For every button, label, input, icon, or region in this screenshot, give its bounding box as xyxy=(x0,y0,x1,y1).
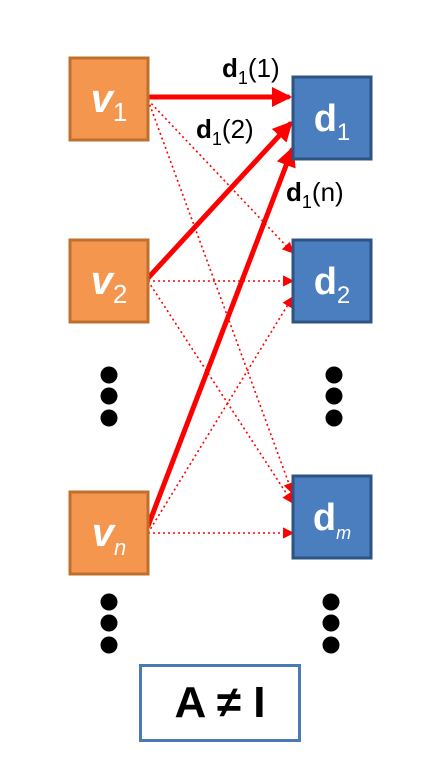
source-node-v1-letter: v xyxy=(91,77,116,121)
target-node-d2-sub: 2 xyxy=(337,282,350,309)
ellipsis-targets-middle xyxy=(325,366,343,427)
edge-label-d1-n-sub: 1 xyxy=(302,192,312,212)
target-node-d1-letter: d xyxy=(314,98,337,140)
edge-v1-dm xyxy=(147,99,295,495)
bold-edges xyxy=(145,87,296,529)
source-node-v2: v2 xyxy=(68,238,150,324)
formula-text: A ≠ I xyxy=(174,678,266,727)
source-node-v1-sub: 1 xyxy=(113,97,127,127)
target-node-d1-sub: 1 xyxy=(337,119,350,146)
svg-text:dm: dm xyxy=(313,497,351,543)
target-node-dm-sub: m xyxy=(336,523,351,543)
source-node-v1: v1 xyxy=(68,56,150,142)
source-node-v2-sub: 2 xyxy=(113,279,127,309)
edge-v2-d1 xyxy=(145,121,293,281)
source-node-vn: vn xyxy=(68,490,150,576)
target-node-d2-letter: d xyxy=(314,261,337,303)
svg-text:d2: d2 xyxy=(314,261,351,309)
source-node-vn-letter: v xyxy=(92,511,117,555)
edge-label-d1-2-letter: d xyxy=(196,114,212,144)
edge-label-d1-n-arg: (n) xyxy=(312,177,344,207)
edge-v1-d2 xyxy=(147,99,294,254)
target-node-d1: d1 xyxy=(291,75,373,161)
svg-text:d1: d1 xyxy=(314,98,351,146)
ellipsis-sources-middle xyxy=(100,366,118,427)
edge-label-d1-1-sub: 1 xyxy=(238,68,248,88)
edge-label-d1-2-arg: (2) xyxy=(222,114,254,144)
edge-label-d1-1: d1(1) xyxy=(222,53,280,88)
svg-text:v1: v1 xyxy=(91,77,128,127)
target-node-dm-letter: d xyxy=(313,497,336,539)
edge-vn-d2 xyxy=(147,296,294,534)
svg-text:v2: v2 xyxy=(91,259,128,309)
edge-label-d1-n-letter: d xyxy=(286,177,302,207)
edge-label-d1-n: d1(n) xyxy=(286,177,344,212)
edge-label-d1-1-letter: d xyxy=(222,53,238,83)
edge-vn-d1 xyxy=(145,146,296,529)
source-node-vn-sub: n xyxy=(114,535,126,560)
ellipsis-sources-bottom xyxy=(100,593,118,654)
dotted-edges xyxy=(147,99,295,539)
edge-label-d1-2: d1(2) xyxy=(196,114,254,149)
target-node-dm: dm xyxy=(291,474,373,560)
edge-label-d1-1-arg: (1) xyxy=(248,53,280,83)
source-node-v2-letter: v xyxy=(91,259,116,303)
edge-label-d1-2-sub: 1 xyxy=(212,129,222,149)
ellipsis-targets-bottom xyxy=(322,593,340,654)
svg-text:vn: vn xyxy=(92,511,127,560)
edge-v2-dm xyxy=(147,280,294,504)
formula-box: A ≠ I xyxy=(139,664,301,742)
target-node-d2: d2 xyxy=(291,238,373,324)
